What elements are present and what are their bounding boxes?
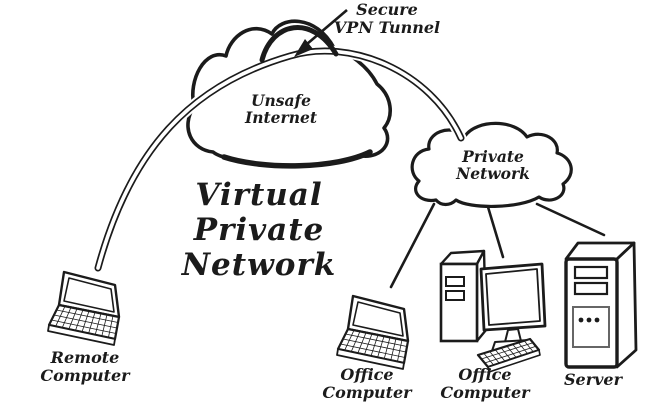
office-laptop-icon <box>335 294 410 371</box>
office-laptop-label-line1: Office <box>340 365 394 384</box>
remote-computer-label-line2: Computer <box>40 366 130 385</box>
network-connection-lines <box>389 202 606 289</box>
private-network-cloud-icon <box>410 121 573 208</box>
remote-laptop-icon <box>46 270 121 347</box>
secure-vpn-tunnel-label-line1: Secure <box>356 0 418 19</box>
private-network-cloud-label-line2: Network <box>456 164 530 183</box>
vpn-tunnel-arc <box>92 45 467 274</box>
server-label-line1: Server <box>563 370 623 389</box>
secure-vpn-tunnel-label-line2: VPN Tunnel <box>333 18 441 37</box>
connection-line-office-desktop <box>486 205 505 259</box>
connection-line-office-laptop <box>389 202 436 289</box>
server-label: Server <box>564 371 622 389</box>
diagram-title: Virtual Private Network <box>182 178 337 283</box>
private-network-cloud-label-line1: Private <box>462 147 524 166</box>
internet-cloud-top-bump <box>259 25 339 63</box>
office-desktop-label-line1: Office <box>458 365 512 384</box>
diagram-title-line2: Private <box>193 212 325 248</box>
office-desktop-icon <box>439 249 547 373</box>
internet-cloud-label: Unsafe Internet <box>245 92 317 126</box>
remote-computer-label-line1: Remote <box>50 348 120 367</box>
internet-cloud-label-line2: Internet <box>245 108 317 127</box>
secure-vpn-tunnel-label: Secure VPN Tunnel <box>334 1 440 37</box>
keyboard-keys <box>481 340 537 366</box>
internet-cloud-label-line1: Unsafe <box>250 91 312 110</box>
office-desktop-label-line2: Computer <box>440 383 530 402</box>
office-laptop-label: Office Computer <box>322 366 411 402</box>
tunnel-pointer-arrow-icon <box>294 9 348 57</box>
office-desktop-label: Office Computer <box>440 366 529 402</box>
private-network-cloud-label: Private Network <box>456 148 530 182</box>
diagram-title-line1: Virtual <box>195 177 323 213</box>
connection-line-server <box>535 202 606 237</box>
office-laptop-label-line2: Computer <box>322 383 412 402</box>
server-icon <box>564 241 638 369</box>
remote-computer-label: Remote Computer <box>40 349 129 385</box>
diagram-title-line3: Network <box>181 247 337 283</box>
